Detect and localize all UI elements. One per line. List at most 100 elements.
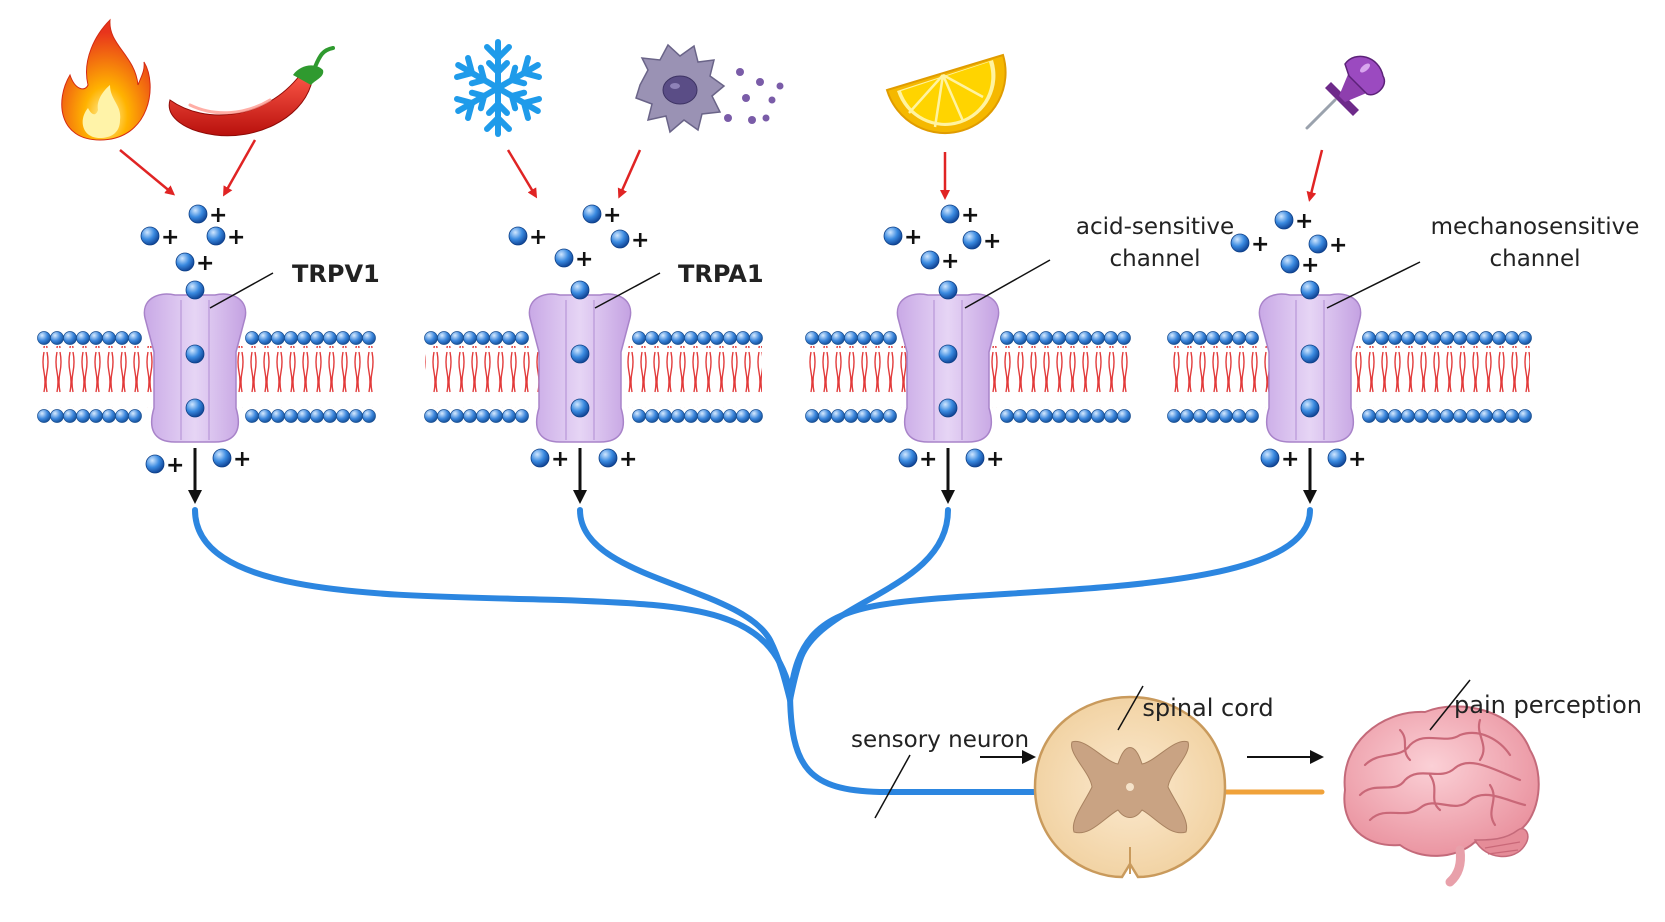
- label-mech-line1: mechanosensitive: [1431, 214, 1640, 240]
- label-spinal-cord: spinal cord: [1142, 694, 1273, 722]
- cation: +: [530, 447, 569, 472]
- lipid-head: [831, 409, 845, 423]
- lipid-head: [1518, 331, 1532, 345]
- lipid-head: [697, 409, 711, 423]
- cation: [1300, 344, 1320, 364]
- sensory-neuron-pointer: [874, 754, 911, 819]
- lipid-head: [1440, 409, 1454, 423]
- lipid-head: [37, 331, 51, 345]
- lipid-head: [89, 331, 103, 345]
- cation: +: [206, 225, 245, 250]
- lipid-head: [870, 331, 884, 345]
- cation: [185, 398, 205, 418]
- lipid-head: [76, 331, 90, 345]
- lipid-head: [362, 331, 376, 345]
- lipid-head: [1232, 409, 1246, 423]
- lipid-head: [284, 331, 298, 345]
- label-pointer: [964, 259, 1051, 309]
- svg-text:+: +: [1251, 232, 1269, 257]
- svg-text:+: +: [529, 225, 547, 250]
- lemon-icon: [885, 53, 1007, 135]
- cation: +: [965, 447, 1004, 472]
- lipid-head: [1245, 409, 1259, 423]
- lipid-head: [671, 409, 685, 423]
- lipid-head: [1401, 409, 1415, 423]
- label-mech-line2: channel: [1489, 246, 1580, 272]
- cation: +: [140, 225, 179, 250]
- lipid-head: [50, 409, 64, 423]
- lipid-head: [1492, 331, 1506, 345]
- lipid-head: [1117, 409, 1131, 423]
- svg-text:+: +: [961, 203, 979, 228]
- lipid-head: [476, 331, 490, 345]
- svg-text:+: +: [941, 249, 959, 274]
- lipid-head: [1232, 331, 1246, 345]
- lipid-head: [336, 409, 350, 423]
- lipid-head: [1440, 331, 1454, 345]
- lipid-head: [1206, 331, 1220, 345]
- lipid-head: [284, 409, 298, 423]
- lipid-head: [1065, 331, 1079, 345]
- svg-text:+: +: [551, 447, 569, 472]
- lipid-head: [502, 409, 516, 423]
- lipid-head: [437, 409, 451, 423]
- cation: +: [920, 249, 959, 274]
- cation: +: [508, 225, 547, 250]
- cation: [570, 280, 590, 300]
- cation: [570, 398, 590, 418]
- cation: +: [1230, 232, 1269, 257]
- lipid-head: [323, 331, 337, 345]
- inflammatory-cell-icon: [635, 43, 784, 134]
- lipid-head: [1518, 409, 1532, 423]
- lipid-head: [736, 409, 750, 423]
- lipid-head: [349, 409, 363, 423]
- lipid-head: [1401, 331, 1415, 345]
- lipid-head: [450, 331, 464, 345]
- cation: +: [598, 447, 637, 472]
- lipid-head: [818, 409, 832, 423]
- svg-text:+: +: [166, 453, 184, 478]
- ion-channel: [528, 280, 632, 443]
- lipid-head: [1091, 331, 1105, 345]
- lipid-head: [723, 409, 737, 423]
- lipid-head: [870, 409, 884, 423]
- lipid-head: [736, 331, 750, 345]
- lipid-head: [115, 409, 129, 423]
- lipid-head: [1362, 331, 1376, 345]
- lipid-head: [1013, 409, 1027, 423]
- cation: +: [610, 228, 649, 253]
- lipid-head: [1479, 409, 1493, 423]
- panel-trpa1: ++++++: [424, 203, 763, 504]
- lipid-head: [310, 409, 324, 423]
- lipid-head: [1078, 409, 1092, 423]
- cation: +: [1308, 233, 1347, 258]
- cation: +: [940, 203, 979, 228]
- lipid-head: [831, 331, 845, 345]
- pushpin-icon: [1305, 55, 1386, 130]
- cation: [938, 344, 958, 364]
- svg-text:+: +: [1329, 233, 1347, 258]
- lipid-head: [1505, 331, 1519, 345]
- cation: +: [962, 229, 1001, 254]
- lipid-head: [1193, 331, 1207, 345]
- cation: [185, 280, 205, 300]
- lipid-head: [515, 409, 529, 423]
- fiber-trunk: [787, 687, 1038, 795]
- lipid-head: [844, 409, 858, 423]
- lipid-head: [1052, 331, 1066, 345]
- svg-text:+: +: [919, 447, 937, 472]
- ion-channel: [896, 280, 1000, 443]
- cation: [938, 280, 958, 300]
- brain-icon: [1343, 705, 1540, 887]
- lipid-head: [1492, 409, 1506, 423]
- label-acid-line1: acid-sensitive: [1076, 214, 1234, 240]
- lipid-head: [1219, 409, 1233, 423]
- lipid-head: [63, 409, 77, 423]
- lipid-head: [1000, 331, 1014, 345]
- cation: [1300, 398, 1320, 418]
- label-pointer: [594, 272, 661, 309]
- lipid-head: [818, 331, 832, 345]
- lipid-head: [1039, 331, 1053, 345]
- lipid-head: [128, 331, 142, 345]
- svg-text:+: +: [161, 225, 179, 250]
